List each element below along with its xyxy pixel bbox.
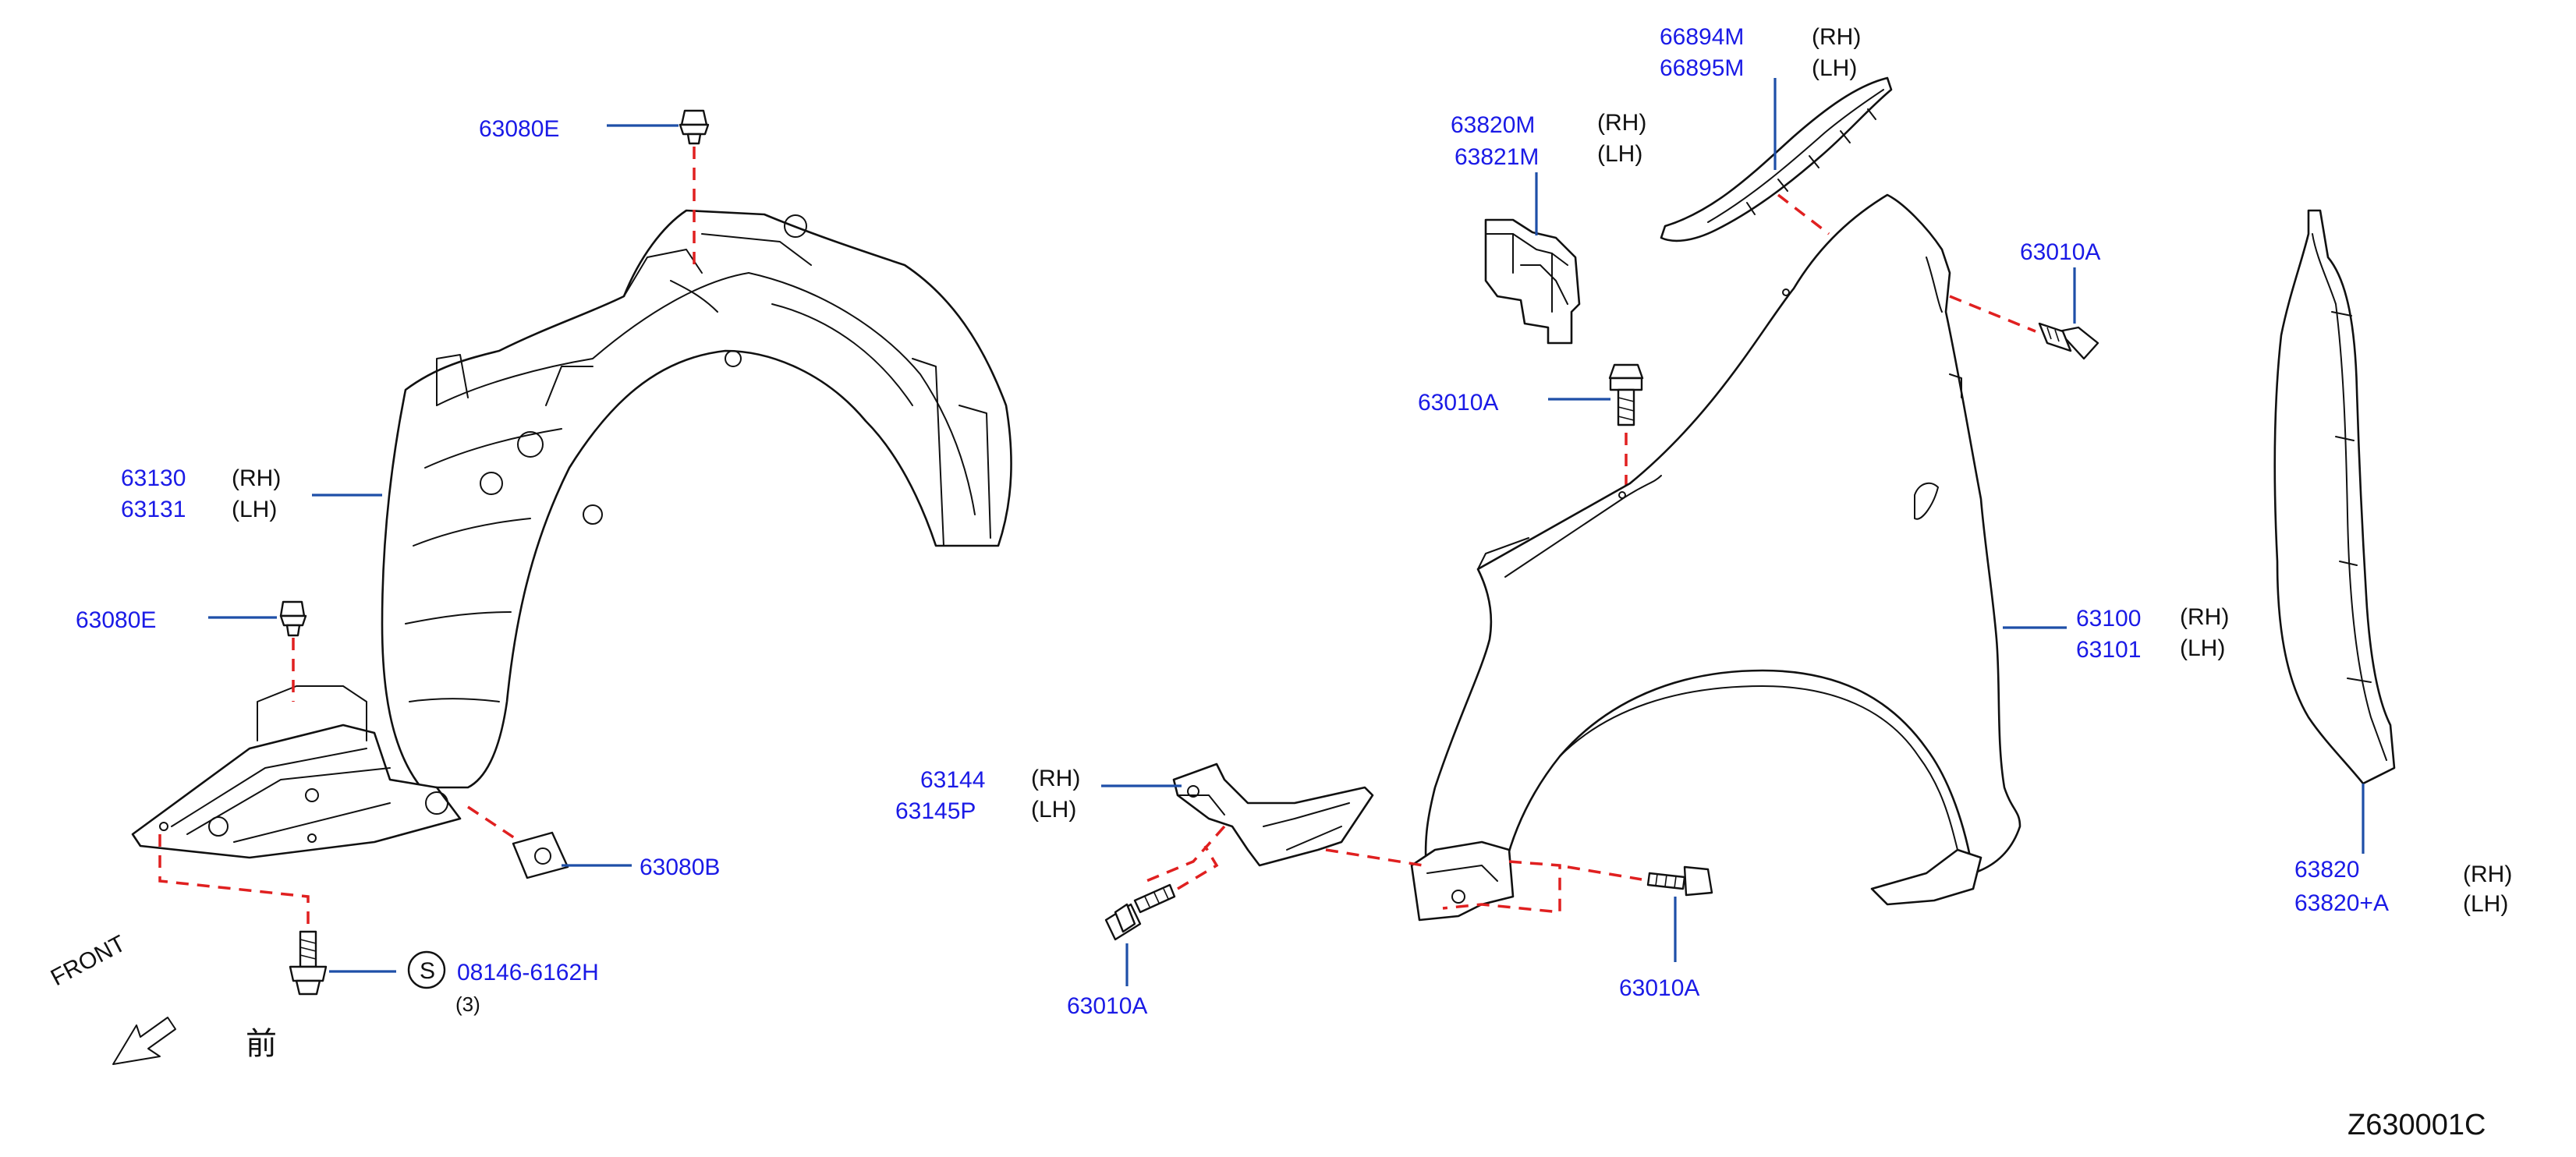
label-66894m-rh: (RH)	[1812, 24, 1861, 50]
front-kanji: 前	[246, 1027, 277, 1061]
label-63145p: 63145P	[895, 798, 976, 824]
label-63010a-mid: 63010A	[1418, 390, 1498, 416]
label-63820m-rh: (RH)	[1597, 110, 1646, 136]
label-63130-rh: (RH)	[232, 465, 281, 491]
clip-63080e-top-hardware	[679, 109, 710, 265]
label-63131-lh: (LH)	[232, 497, 277, 522]
bracket-63820m-illustration	[1484, 218, 1581, 345]
bolt-63010a-bottomleft-hardware	[1104, 845, 1219, 941]
clip-63080b-hardware	[467, 805, 569, 879]
label-08146-qty: (3)	[455, 992, 480, 1016]
label-63100-rh: (RH)	[2180, 604, 2229, 630]
label-63820: 63820	[2294, 857, 2359, 883]
label-63100: 63100	[2076, 606, 2141, 632]
label-63820-a: 63820+A	[2294, 890, 2389, 916]
label-63820-rh: (RH)	[2463, 862, 2512, 887]
clip-63080e-left-hardware	[279, 600, 307, 702]
bracket-63144-illustration	[1146, 762, 1424, 883]
bolt-63010a-bottomright-hardware	[1442, 860, 1713, 914]
label-63144-rh: (RH)	[1031, 766, 1080, 791]
screw-08146-hardware	[158, 834, 328, 996]
bolt-63010a-mid-hardware	[1608, 363, 1644, 499]
label-66894m: 66894M	[1660, 24, 1744, 50]
label-63144: 63144	[920, 767, 985, 793]
label-63080e-top: 63080E	[479, 116, 559, 142]
front-fender-illustration	[1410, 193, 2021, 922]
label-63820-a-lh: (LH)	[2463, 891, 2508, 917]
label-63010a-right: 63010A	[2020, 239, 2100, 265]
label-63010a-bottomleft: 63010A	[1067, 993, 1147, 1019]
label-66895m-lh: (LH)	[1812, 55, 1857, 81]
label-63101-lh: (LH)	[2180, 635, 2225, 661]
fender-protector-illustration	[131, 209, 1012, 859]
front-label: FRONT	[47, 931, 130, 992]
bolt-63010a-right-hardware	[1949, 295, 2099, 360]
label-63820m: 63820M	[1451, 112, 1535, 138]
label-63131: 63131	[121, 497, 186, 522]
label-63821m: 63821M	[1455, 144, 1539, 170]
label-08146-6162h: 08146-6162H	[457, 960, 599, 985]
s-symbol: S	[420, 958, 435, 984]
seal-63820-illustration	[2273, 209, 2396, 785]
front-arrow-icon	[112, 1017, 176, 1065]
label-63101: 63101	[2076, 637, 2141, 663]
label-63145p-lh: (LH)	[1031, 797, 1076, 823]
label-63080b: 63080B	[640, 854, 720, 880]
label-63821m-lh: (LH)	[1597, 141, 1642, 167]
label-63010a-bottomright: 63010A	[1619, 975, 1699, 1001]
label-63130: 63130	[121, 465, 186, 491]
s-symbol-circle	[407, 950, 446, 989]
diagram-id: Z630001C	[2347, 1109, 2486, 1141]
label-66895m: 66895M	[1660, 55, 1744, 81]
label-63080e-left: 63080E	[76, 607, 156, 633]
